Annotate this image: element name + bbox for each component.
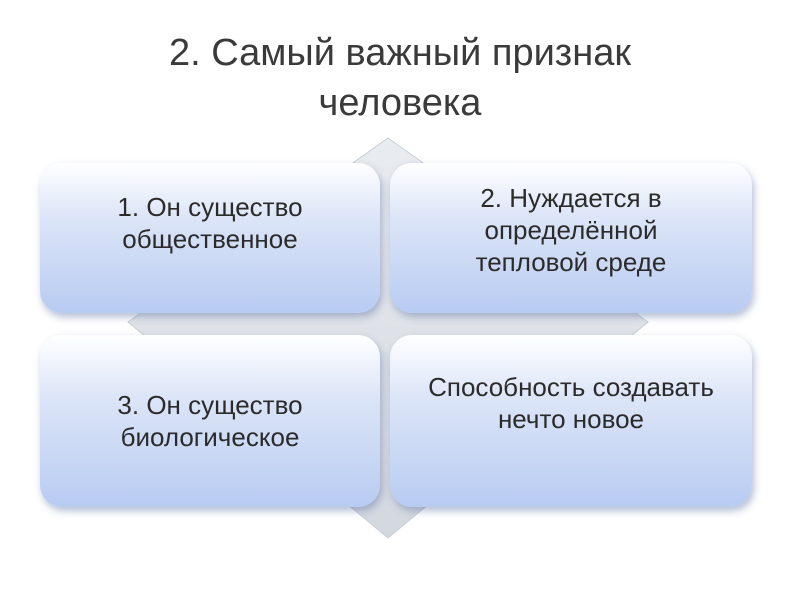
quadrant-2-line-1: 2. Нуждается в	[480, 183, 662, 213]
quadrant-4: Способность создавать нечто новое	[390, 335, 752, 507]
quadrant-4-line-1: Способность создавать	[428, 372, 714, 402]
quadrant-1-line-2: общественное	[122, 224, 298, 254]
quadrant-3: 3. Он существо биологическое	[40, 335, 380, 507]
title-line-2: человека	[318, 82, 482, 124]
quadrant-2-line-3: тепловой среде	[475, 247, 667, 277]
quadrant-2-line-2: определённой	[484, 215, 658, 245]
quadrant-1-line-1: 1. Он существо	[117, 192, 303, 222]
quadrant-3-line-1: 3. Он существо	[117, 390, 303, 420]
quadrant-1: 1. Он существо общественное	[40, 163, 380, 313]
quadrant-2: 2. Нуждается в определённой тепловой сре…	[390, 163, 752, 313]
quadrant-3-line-2: биологическое	[120, 422, 300, 452]
quadrant-4-line-2: нечто новое	[497, 404, 645, 434]
title-line-1: 2. Самый важный признак	[169, 32, 631, 74]
page-title: 2. Самый важный признак человека	[0, 28, 800, 128]
